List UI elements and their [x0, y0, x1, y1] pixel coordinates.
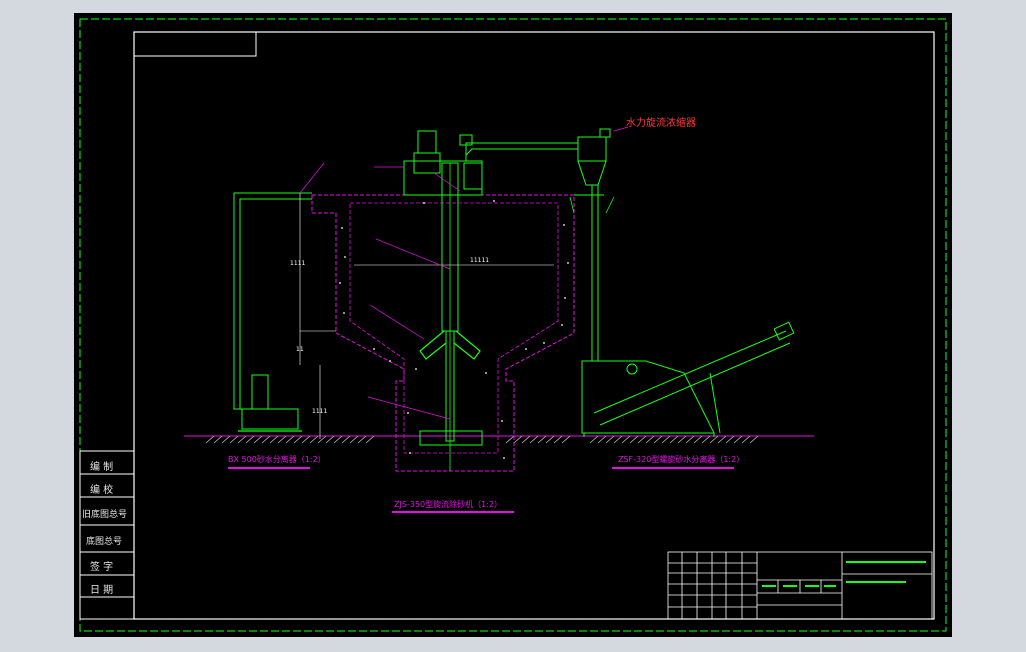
cad-viewport[interactable]: 1111 1111 11111 11 水力旋流浓缩器 BX 500砂水分离器（1…	[74, 13, 952, 637]
cyclone-bracket	[569, 196, 615, 214]
hydrocyclone-body	[577, 136, 607, 162]
leaders	[299, 126, 629, 420]
equipment-label-hydrocyclone: 水力旋流浓缩器	[626, 118, 696, 129]
sidebar-date: 日 期	[90, 585, 114, 596]
caption-sand-separator: BX 500砂水分离器（1:2）	[228, 455, 326, 464]
caption-swirl-grit-remover: ZJS-350型旋流除砂机（1:2）	[394, 500, 502, 509]
top-title-box	[133, 31, 257, 57]
sidebar-checked: 编 校	[90, 485, 114, 496]
outer-border	[79, 18, 947, 632]
shaft-lower	[445, 330, 455, 442]
classifier-legs	[583, 372, 721, 437]
title-block	[667, 551, 933, 620]
pipe-coupling	[459, 134, 473, 146]
impeller-blades	[419, 330, 481, 360]
svg-text:11111: 11111	[470, 257, 489, 264]
drive-frame	[403, 160, 483, 196]
sidebar-old-base-no: 旧底图总号	[82, 510, 128, 520]
drive-housing	[463, 162, 483, 190]
concrete-texture	[339, 200, 569, 459]
dimensions	[299, 193, 554, 439]
drawing-canvas: 1111 1111 11111 11	[79, 18, 947, 632]
dim-labels: 1111 1111 11111 11	[290, 257, 489, 415]
drawing-frame	[133, 31, 935, 620]
sidebar-signature: 签 字	[90, 562, 114, 573]
cyclone-outlet	[599, 128, 611, 138]
ground-hatch	[205, 435, 759, 444]
sand-pump	[241, 408, 299, 430]
screw-drive	[773, 321, 795, 341]
tank-inner	[349, 202, 559, 454]
svg-text:1111: 1111	[290, 260, 305, 267]
sand-pipe	[233, 192, 312, 410]
sidebar-compiled: 编 制	[90, 462, 114, 473]
classifier-tank	[581, 360, 715, 434]
cyclone-support	[574, 185, 604, 361]
drive-motor	[417, 130, 437, 154]
classifier-screw	[593, 330, 791, 426]
caption-screw-classifier: ZSF-320型螺旋砂水分离器（1:2）	[618, 455, 745, 464]
svg-text:1111: 1111	[312, 408, 327, 415]
pump-motor	[251, 374, 269, 410]
classifier-inlet	[626, 363, 638, 375]
sidebar-base-no: 底图总号	[86, 537, 123, 547]
hydrocyclone-cone	[577, 160, 607, 186]
tank-outline	[311, 194, 575, 472]
overflow-pipe	[465, 142, 578, 161]
title-block-marks	[762, 561, 926, 587]
drive-gearbox	[413, 152, 441, 174]
bottom-distributor	[419, 430, 483, 446]
svg-text:11: 11	[296, 346, 304, 353]
sidebar-table	[79, 450, 135, 620]
